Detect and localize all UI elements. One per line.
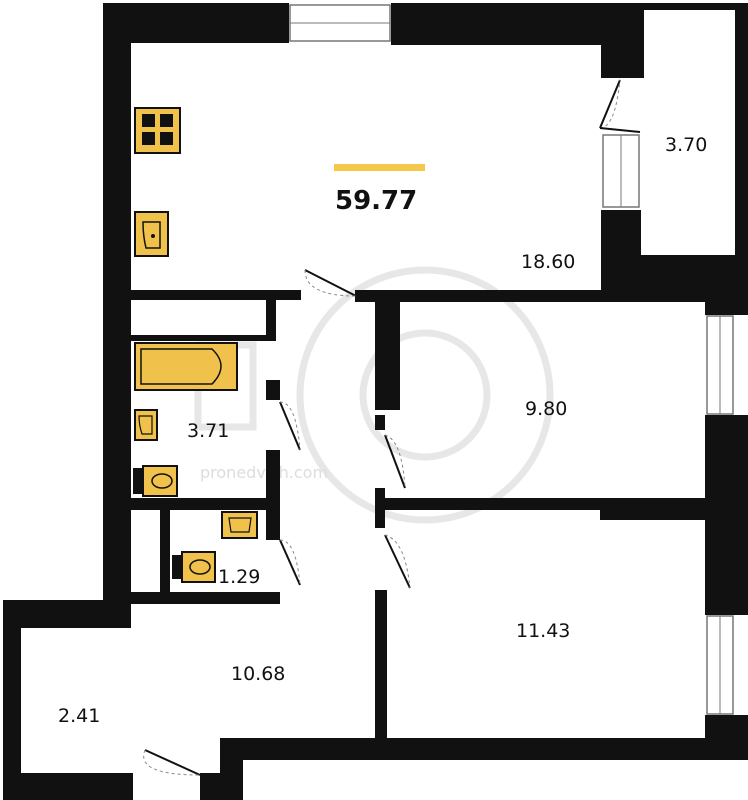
door-bathroom [279, 401, 301, 451]
room-area-bedroom-2: 11.43 [516, 620, 570, 642]
kitchen-sink-icon [134, 211, 169, 257]
bathroom-sink-icon [134, 409, 158, 441]
room-area-hall: 2.41 [58, 705, 100, 727]
room-area-corridor: 10.68 [231, 663, 285, 685]
door-balcony [599, 79, 641, 133]
room-area-toilet: 1.29 [218, 566, 260, 588]
bathroom-toilet-icon [133, 465, 178, 497]
door-bedroom-2 [384, 534, 411, 589]
door-bedroom-1 [384, 434, 406, 489]
watermark-text: pronedvizh.com [200, 463, 328, 482]
fixtures [133, 107, 258, 583]
windows [289, 4, 734, 715]
door-toilet [279, 539, 301, 586]
room-area-balcony: 3.70 [665, 134, 707, 156]
stove-icon [134, 107, 181, 154]
room-area-bathroom: 3.71 [187, 420, 229, 442]
door-entrance [143, 749, 201, 776]
toilet-sink-icon [221, 511, 258, 539]
room-area-kitchen-living: 18.60 [521, 251, 575, 273]
bathtub-icon [134, 342, 238, 391]
toilet-icon [172, 551, 216, 583]
room-area-bedroom-1: 9.80 [525, 398, 567, 420]
watermark: pronedvizh.com [194, 266, 554, 524]
total-area: 59.77 [335, 186, 417, 216]
walls [3, 3, 748, 800]
total-area-accent-bar [334, 164, 425, 171]
doors [143, 79, 641, 776]
door-kitchen [304, 269, 357, 297]
